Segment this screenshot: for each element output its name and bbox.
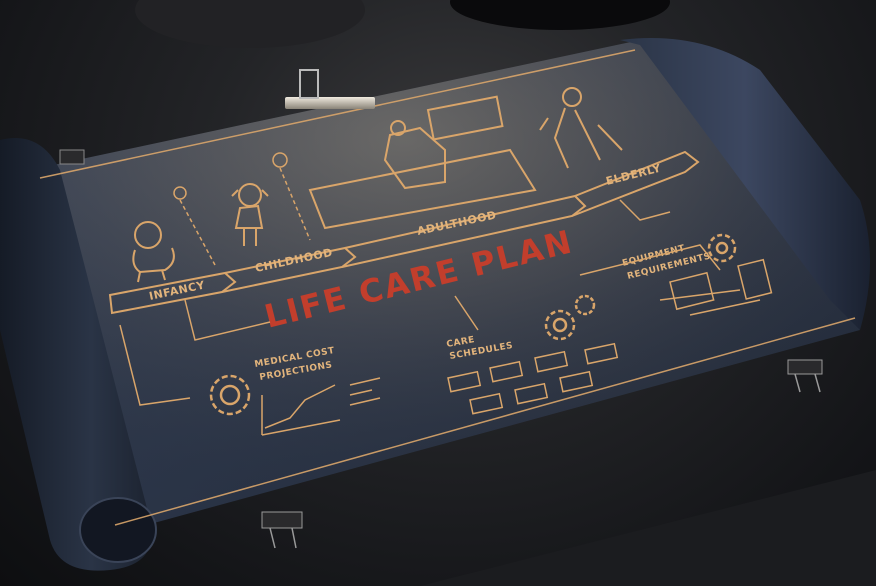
gear-icon (574, 294, 596, 316)
infancy-arrow (108, 271, 237, 315)
lamp-shade (450, 0, 670, 30)
binder-clip (787, 359, 823, 393)
child-icon (231, 183, 269, 246)
gear-icon (209, 374, 251, 416)
small-gear-icon (173, 186, 187, 200)
binder-clip (59, 149, 85, 165)
binder-clip (261, 511, 303, 549)
roll-end (79, 497, 157, 563)
baby-icon (132, 221, 175, 283)
cost-chart-icon (261, 377, 381, 436)
gear-icon (707, 233, 737, 263)
left-roll (0, 138, 152, 571)
gear-icon (544, 309, 576, 341)
lamp-base (135, 0, 365, 48)
elderly-icon (539, 87, 623, 169)
right-roll (620, 38, 870, 330)
care-label-1: CARE (446, 335, 476, 350)
binder-clip (285, 69, 375, 109)
elderly-arrow (571, 150, 700, 217)
equipment-diagram (659, 258, 773, 316)
adulthood-arrow (341, 194, 587, 268)
care-schedule-diagram (447, 342, 619, 415)
adult-building-icon (308, 95, 537, 230)
table-edge (0, 470, 876, 586)
small-gear-icon (272, 152, 288, 168)
childhood-arrow (221, 246, 357, 293)
